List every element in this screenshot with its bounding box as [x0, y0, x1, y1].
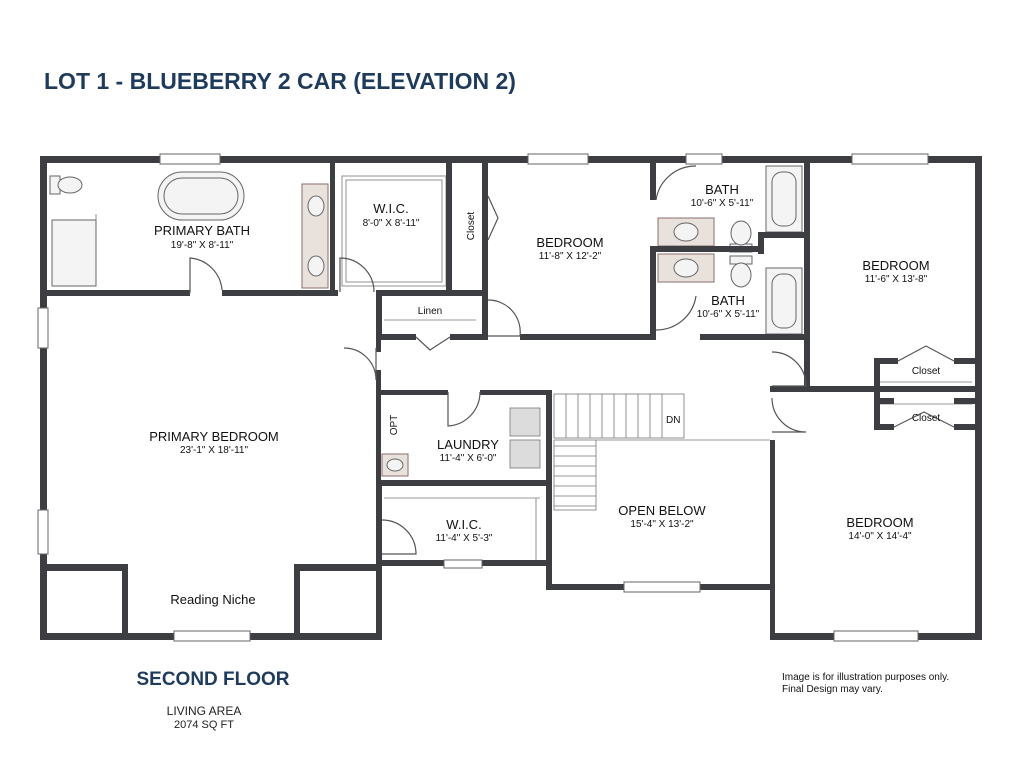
toilet-icon: [729, 255, 753, 288]
window-icon: [833, 630, 919, 642]
room-name-bedroom-3: BEDROOM: [862, 258, 929, 273]
room-name-laundry: LAUNDRY: [437, 437, 499, 452]
window-icon: [37, 307, 49, 349]
room-dims-wic-top: 8'-0" X 8'-11": [363, 218, 420, 229]
window-icon: [623, 581, 701, 593]
door-icon: [771, 351, 807, 387]
room-name-closet-vertical: Closet: [466, 212, 477, 241]
door-icon: [381, 519, 417, 555]
plan-title: LOT 1 - BLUEBERRY 2 CAR (ELEVATION 2): [44, 68, 516, 94]
window-icon: [851, 153, 929, 165]
washer-dryer-icon: [509, 407, 541, 469]
door-icon: [339, 257, 375, 293]
stair-icon: [553, 393, 770, 511]
shower-icon: [51, 219, 97, 287]
room-name-opt: OPT: [389, 415, 400, 436]
door-icon: [655, 295, 697, 331]
sink-icon: [657, 253, 715, 283]
room-name-linen: Linen: [418, 306, 442, 317]
room-dims-bedroom-3: 11'-6" X 13'-8": [865, 274, 928, 285]
toilet-icon: [49, 175, 83, 195]
window-icon: [443, 559, 483, 569]
room-dims-primary-bath: 19'-8" X 8'-11": [171, 240, 234, 251]
room-dims-open-below: 15'-4" X 13'-2": [630, 519, 694, 530]
window-icon: [159, 153, 221, 165]
bathtub-icon: [765, 267, 803, 335]
room-name-bath-upper: BATH: [705, 182, 739, 197]
windows: [37, 153, 929, 642]
vanity-icon: [301, 183, 329, 289]
window-icon: [37, 509, 49, 555]
doors: [189, 165, 955, 555]
room-name-reading-niche: Reading Niche: [170, 592, 255, 607]
stair-direction-label: DN: [666, 415, 680, 426]
room-dims-bath-lower: 10'-6" X 5'-11": [697, 309, 760, 320]
disclaimer-line-1: Image is for illustration purposes only.: [782, 672, 949, 683]
room-dims-bedroom-2: 11'-8" X 12'-2": [539, 251, 602, 262]
door-icon: [447, 391, 481, 427]
door-icon: [343, 347, 377, 381]
room-name-bath-lower: BATH: [711, 293, 745, 308]
room-name-wic-top: W.I.C.: [373, 201, 408, 216]
room-name-closet-2: Closet: [912, 413, 941, 424]
door-icon: [655, 165, 697, 201]
door-icon: [487, 299, 521, 337]
room-name-bedroom-4: BEDROOM: [846, 515, 913, 530]
door-icon: [771, 397, 807, 433]
room-labels: PRIMARY BATH 19'-8" X 8'-11" W.I.C. 8'-0…: [149, 182, 940, 607]
room-name-wic-lower: W.I.C.: [446, 517, 481, 532]
disclaimer-line-2: Final Design may vary.: [782, 684, 883, 695]
door-icon: [487, 195, 499, 241]
door-icon: [415, 336, 451, 351]
room-name-open-below: OPEN BELOW: [618, 503, 706, 518]
room-dims-bedroom-4: 14'-0" X 14'-4": [848, 531, 912, 542]
room-dims-laundry: 11'-4" X 6'-0": [440, 453, 497, 464]
window-icon: [527, 153, 589, 165]
sink-icon: [657, 217, 715, 247]
room-dims-bath-upper: 10'-6" X 5'-11": [691, 198, 754, 209]
bathtub-icon: [765, 165, 803, 233]
door-icon: [189, 257, 223, 293]
room-name-primary-bath: PRIMARY BATH: [154, 223, 250, 238]
window-icon: [173, 630, 251, 642]
room-name-bedroom-2: BEDROOM: [536, 235, 603, 250]
room-name-closet-1: Closet: [912, 366, 941, 377]
door-icon: [897, 345, 955, 362]
fixtures: [49, 165, 972, 562]
living-area-label: LIVING AREA: [167, 704, 242, 718]
living-area-value: 2074 SQ FT: [174, 719, 234, 731]
floor-label: SECOND FLOOR: [136, 669, 289, 690]
window-icon: [685, 153, 723, 165]
room-name-primary-bedroom: PRIMARY BEDROOM: [149, 429, 279, 444]
door-icon: [893, 411, 955, 428]
room-dims-primary-bedroom: 23'-1" X 18'-11": [180, 445, 248, 456]
room-dims-wic-lower: 11'-4" X 5'-3": [436, 533, 493, 544]
bathtub-icon: [157, 171, 245, 221]
sink-icon: [381, 453, 409, 477]
